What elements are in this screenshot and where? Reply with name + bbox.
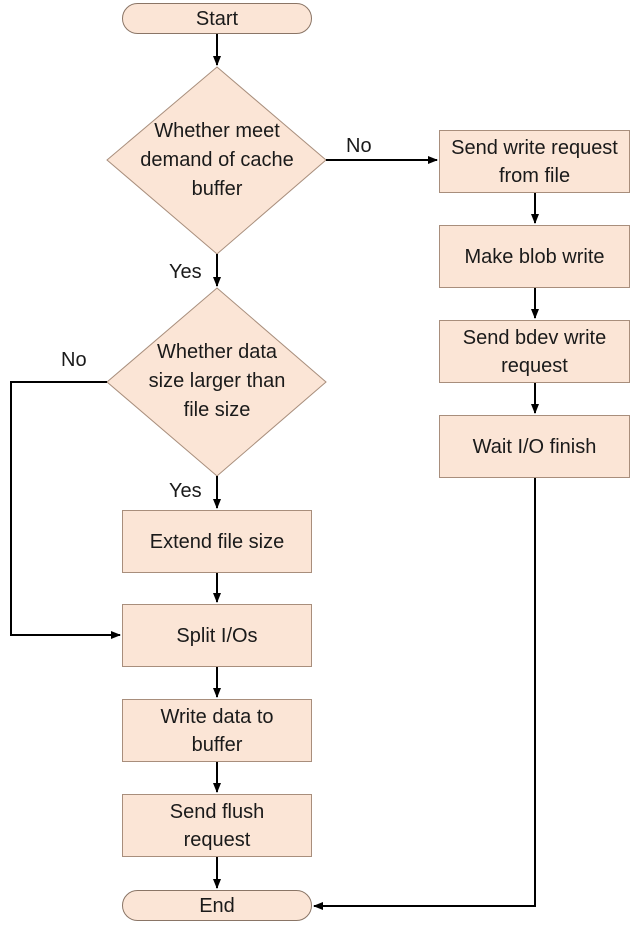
send-write-request-box: Send write request from file (439, 130, 630, 193)
cache-no-label: No (346, 135, 372, 157)
start-label: Start (195, 7, 239, 30)
send-flush-request-box: Send flush request (122, 794, 312, 857)
end-terminal: End (122, 890, 312, 921)
end-label: End (199, 894, 235, 917)
make-blob-write-box: Make blob write (439, 225, 630, 288)
arrow-size-no-to-split (10, 381, 121, 639)
extend-file-size-box: Extend file size (122, 510, 312, 573)
start-terminal: Start (122, 3, 312, 34)
size-no-label: No (61, 349, 87, 371)
arrow-wait-io-to-end (313, 478, 536, 910)
write-data-to-buffer-box: Write data to buffer (122, 699, 312, 762)
send-bdev-write-request-box: Send bdev write request (439, 320, 630, 383)
size-check-text: Whether data size larger than file size (148, 340, 286, 421)
size-yes-label: Yes (169, 480, 202, 502)
split-ios-box: Split I/Os (122, 604, 312, 667)
cache-yes-label: Yes (169, 261, 202, 283)
wait-io-finish-box: Wait I/O finish (439, 415, 630, 478)
cache-check-text: Whether meet demand of cache buffer (140, 119, 294, 200)
